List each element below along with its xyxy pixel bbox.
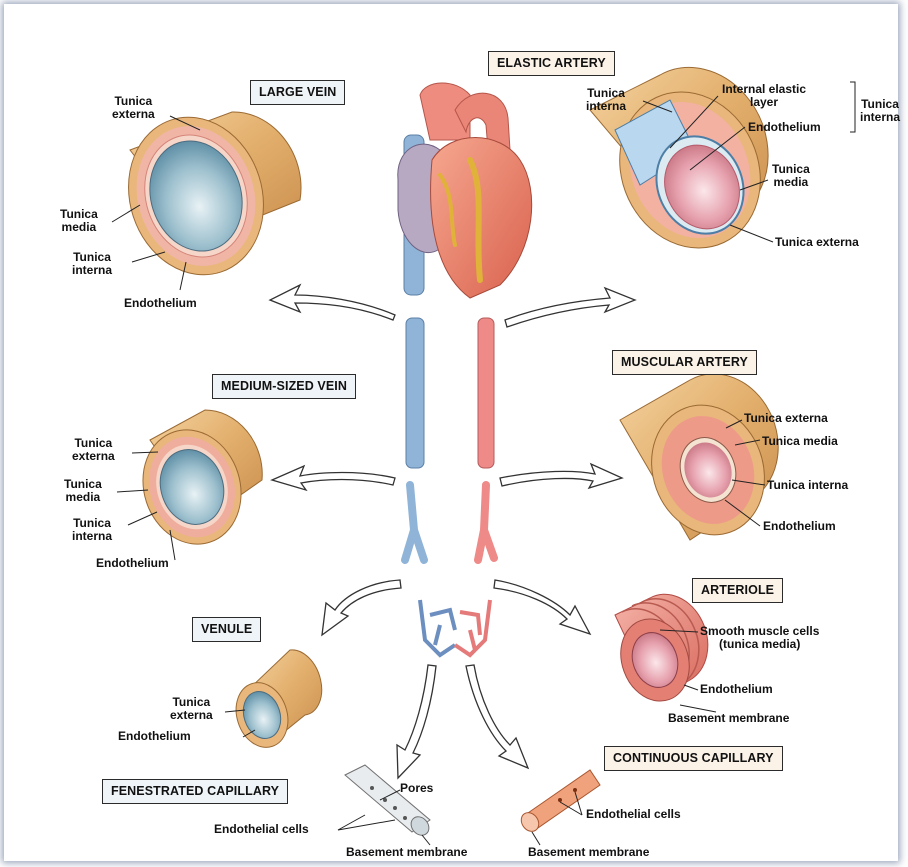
flow-arrows <box>270 285 635 778</box>
label-elastic-artery-tunica-externa: Tunica externa <box>775 236 859 249</box>
label-medium-vein-tunica-externa: Tunica externa <box>72 437 115 463</box>
continuous-capillary-illustration <box>518 770 600 835</box>
vein-strip <box>405 318 424 560</box>
label-large-vein-tunica-interna: Tunica interna <box>72 251 112 277</box>
label-arteriole-endothelium: Endothelium <box>700 683 773 696</box>
label-fenestrated-pores: Pores <box>400 782 433 795</box>
label-fenestrated-endothelial-cells: Endothelial cells <box>214 823 309 836</box>
title-continuous-capillary: CONTINUOUS CAPILLARY <box>604 746 783 771</box>
label-venule-endothelium: Endothelium <box>118 730 191 743</box>
label-elastic-artery-endothelium: Endothelium <box>748 121 821 134</box>
arteriole-illustration <box>610 594 708 711</box>
label-elastic-artery-internal-elastic-layer: Internal elastic layer <box>722 83 806 109</box>
artery-strip <box>478 318 494 560</box>
label-continuous-basement-membrane: Basement membrane <box>528 846 649 859</box>
label-venule-tunica-externa: Tunica externa <box>170 696 213 722</box>
label-large-vein-tunica-media: Tunica media <box>60 208 98 234</box>
arrow-to-medium-vein <box>272 466 395 490</box>
arrow-to-continuous-capillary <box>466 665 528 768</box>
title-venule: VENULE <box>192 617 261 642</box>
arrow-to-large-vein <box>270 285 395 320</box>
label-fenestrated-basement-membrane: Basement membrane <box>346 846 467 859</box>
arrow-to-elastic-artery <box>505 288 635 327</box>
arrow-to-fenestrated-capillary <box>397 665 436 778</box>
label-medium-vein-tunica-media: Tunica media <box>64 478 102 504</box>
label-elastic-artery-tunica-media: Tunica media <box>772 163 810 189</box>
arrow-to-muscular-artery <box>500 464 622 488</box>
title-fenestrated-capillary: FENESTRATED CAPILLARY <box>102 779 288 804</box>
title-arteriole: ARTERIOLE <box>692 578 783 603</box>
label-muscular-artery-tunica-interna: Tunica interna <box>767 479 848 492</box>
label-continuous-endothelial-cells: Endothelial cells <box>586 808 681 821</box>
label-muscular-artery-tunica-media: Tunica media <box>762 435 838 448</box>
label-elastic-artery-tunica-interna: Tunica interna <box>586 87 626 113</box>
label-muscular-artery-tunica-externa: Tunica externa <box>744 412 828 425</box>
title-elastic-artery: ELASTIC ARTERY <box>488 51 615 76</box>
label-arteriole-smooth-muscle: Smooth muscle cells (tunica media) <box>700 625 819 651</box>
venule-illustration <box>228 650 322 754</box>
capillary-bed <box>420 600 490 655</box>
arrow-to-arteriole <box>494 580 590 634</box>
heart-illustration <box>398 83 532 298</box>
medium-vein-illustration <box>128 410 262 557</box>
label-muscular-artery-endothelium: Endothelium <box>763 520 836 533</box>
arrow-to-venule <box>322 580 401 635</box>
title-muscular-artery: MUSCULAR ARTERY <box>612 350 757 375</box>
label-medium-vein-endothelium: Endothelium <box>96 557 169 570</box>
label-arteriole-basement-membrane: Basement membrane <box>668 712 789 725</box>
label-large-vein-endothelium: Endothelium <box>124 297 197 310</box>
label-elastic-artery-bracket-tunica-interna: Tunica interna <box>860 98 900 124</box>
label-large-vein-tunica-externa: Tunica externa <box>112 95 155 121</box>
label-medium-vein-tunica-interna: Tunica interna <box>72 517 112 543</box>
fenestrated-capillary-illustration <box>345 765 433 839</box>
title-large-vein: LARGE VEIN <box>250 80 345 105</box>
title-medium-vein: MEDIUM-SIZED VEIN <box>212 374 356 399</box>
large-vein-illustration <box>109 100 302 293</box>
